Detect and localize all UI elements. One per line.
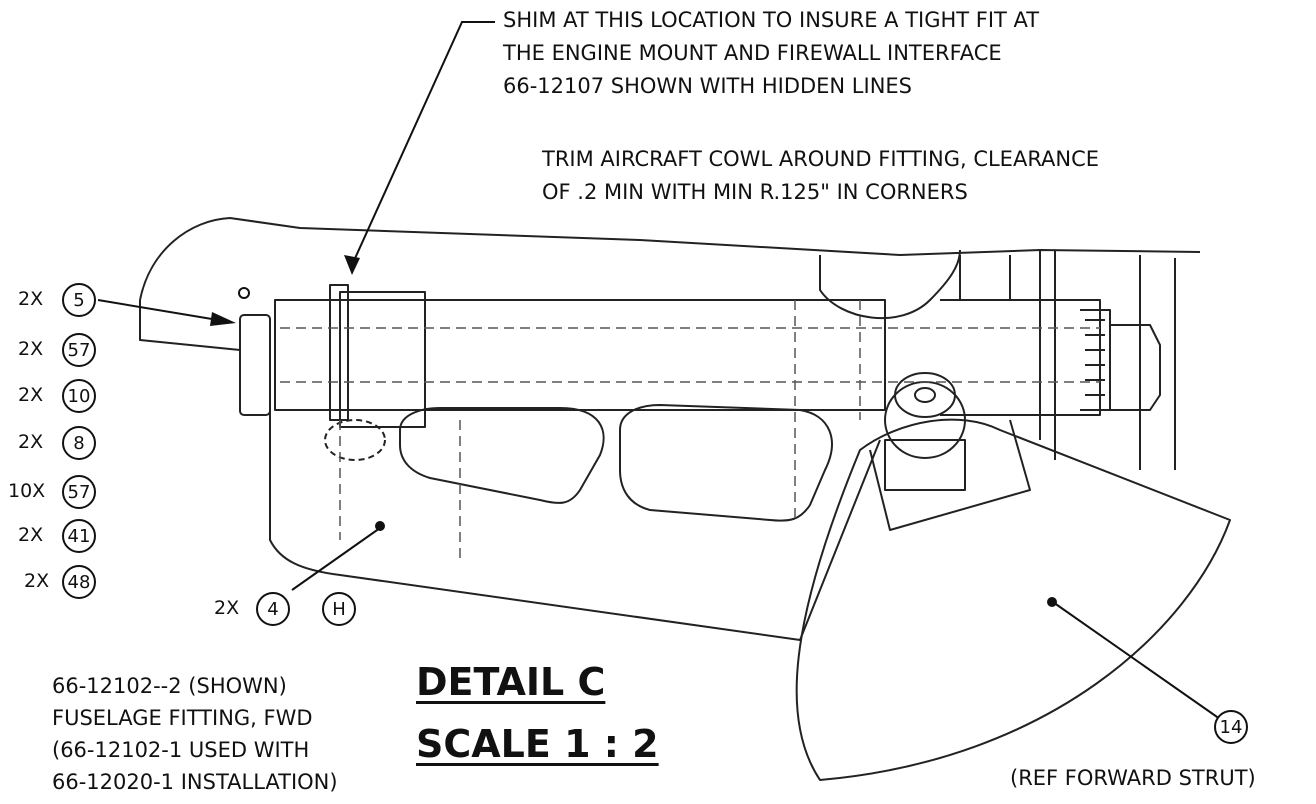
shim-block: [339, 291, 426, 428]
callout-qty: 2X: [18, 431, 44, 453]
fuselage-fitting: [269, 410, 881, 641]
shim-note-line-3: 66-12107 SHOWN WITH HIDDEN LINES: [503, 74, 913, 98]
trim-note-line-2: OF .2 MIN WITH MIN R.125" IN CORNERS: [542, 180, 968, 204]
hidden-hole: [324, 419, 386, 461]
trim-note-line-1: TRIM AIRCRAFT COWL AROUND FITTING, CLEAR…: [542, 147, 1100, 171]
item-balloon: 10: [62, 379, 96, 413]
callout-14-leader: [1049, 599, 1231, 727]
callout-14-dot: [1047, 597, 1057, 607]
bolt-thread: [1080, 309, 1111, 411]
shim-leader: [351, 21, 495, 266]
item-balloon-4: 4: [256, 592, 290, 626]
callout-qty: 2X: [18, 524, 44, 546]
callout-qty: 2X: [24, 570, 50, 592]
detail-title: DETAIL C: [416, 660, 606, 704]
cowl-outline: [139, 217, 1201, 301]
nut-left: [239, 314, 271, 416]
part-note-line-2: FUSELAGE FITTING, FWD: [52, 706, 313, 730]
item-balloon: 8: [62, 426, 96, 460]
cowl-edge: [139, 300, 241, 351]
item-balloon: 5: [62, 283, 96, 317]
callout-4-dot: [375, 521, 385, 531]
item-balloon: 48: [62, 565, 96, 599]
callout-bottom-qty: 2X: [214, 597, 240, 619]
callout-4-leader: [291, 527, 381, 591]
item-balloon: 57: [62, 333, 96, 367]
part-note-line-3: (66-12102-1 USED WITH: [52, 738, 310, 762]
part-note-line-4: 66-12020-1 INSTALLATION): [52, 770, 338, 794]
nut-right: [1109, 324, 1161, 411]
forward-strut: [795, 418, 1231, 781]
callout-qty: 2X: [18, 288, 44, 310]
item-balloon: 57: [62, 475, 96, 509]
trim-note: TRIM AIRCRAFT COWL AROUND FITTING, CLEAR…: [542, 143, 1099, 209]
scale-title: SCALE 1 : 2: [416, 722, 659, 766]
aft-fitting: [940, 299, 1101, 416]
item-balloon: 41: [62, 519, 96, 553]
part-note-line-1: 66-12102--2 (SHOWN): [52, 674, 287, 698]
callout-5-leader: [97, 299, 231, 323]
callout-5-arrowhead: [210, 312, 236, 326]
callout-qty: 10X: [8, 480, 46, 502]
shim-note: SHIM AT THIS LOCATION TO INSURE A TIGHT …: [503, 4, 1039, 103]
part-note: 66-12102--2 (SHOWN) FUSELAGE FITTING, FW…: [52, 670, 338, 798]
ref-strut-note: (REF FORWARD STRUT): [1010, 766, 1256, 790]
lightening-hole-1: [399, 407, 605, 504]
washer-stack: [329, 284, 349, 421]
engine-mount-structure: [819, 249, 961, 320]
shim-arrowhead: [344, 255, 360, 275]
item-balloon-14: 14: [1214, 710, 1248, 744]
lightening-hole-2: [619, 404, 833, 522]
shim-note-line-2: THE ENGINE MOUNT AND FIREWALL INTERFACE: [503, 41, 1002, 65]
callout-qty: 2X: [18, 338, 44, 360]
item-balloon-h: H: [322, 592, 356, 626]
mount-tube: [274, 299, 886, 411]
shim-note-line-1: SHIM AT THIS LOCATION TO INSURE A TIGHT …: [503, 8, 1040, 32]
callout-qty: 2X: [18, 384, 44, 406]
